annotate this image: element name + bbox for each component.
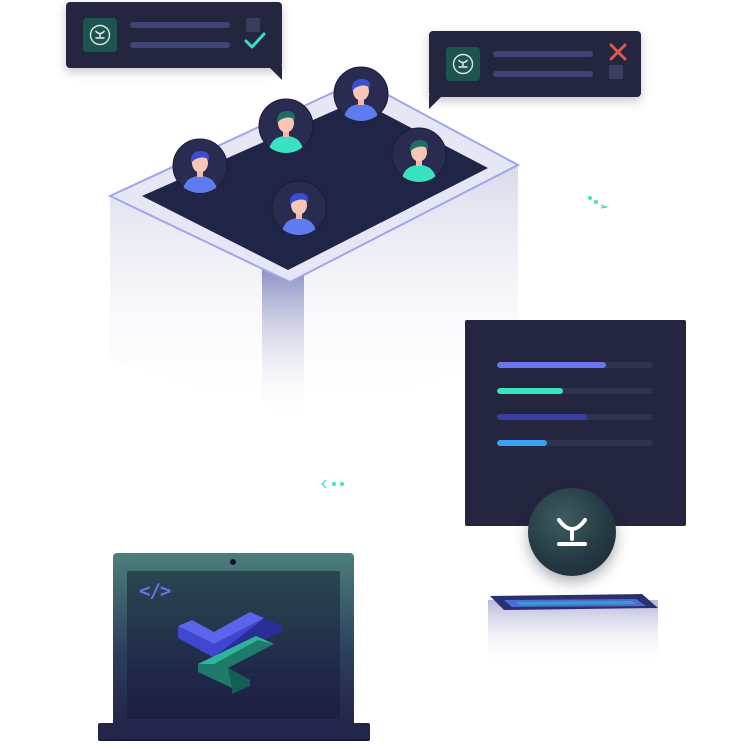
close-icon [609, 43, 627, 61]
progress-bar-2 [497, 388, 653, 394]
text-line [493, 71, 593, 77]
brand-logo-icon [557, 518, 587, 546]
progress-bar-1-fill [497, 362, 607, 368]
text-line [130, 42, 230, 48]
check-icon [244, 32, 266, 49]
brand-logo-icon [446, 47, 480, 81]
bubble-tail [429, 95, 443, 109]
progress-bar-3 [497, 414, 653, 420]
progress-bar-3-fill [497, 414, 588, 420]
user-avatar-5 [271, 180, 327, 241]
checkbox [246, 18, 260, 32]
dots-decoration [321, 479, 344, 489]
code-icon: </> [139, 580, 171, 602]
rejected-notification-card [429, 31, 641, 109]
device-platform [490, 594, 658, 610]
text-line [130, 22, 230, 28]
user-avatar-2 [258, 98, 314, 159]
approved-notification-card [66, 2, 282, 80]
user-avatar-1 [172, 138, 228, 199]
progress-bar-4-fill [497, 440, 547, 446]
progress-bar-1 [497, 362, 653, 368]
dots-decoration [588, 196, 609, 209]
isometric-logo-icon [178, 612, 282, 694]
laptop-base [98, 723, 370, 739]
progress-bar-2-fill [497, 388, 563, 394]
text-line [493, 51, 593, 57]
user-avatar-4 [391, 127, 447, 188]
progress-bar-4 [497, 440, 653, 446]
brand-logo-icon [83, 18, 117, 52]
webcam [230, 559, 236, 565]
brand-badge [528, 488, 616, 576]
bubble-tail [268, 66, 282, 80]
checkbox [609, 65, 623, 79]
user-avatar-3 [333, 66, 389, 127]
